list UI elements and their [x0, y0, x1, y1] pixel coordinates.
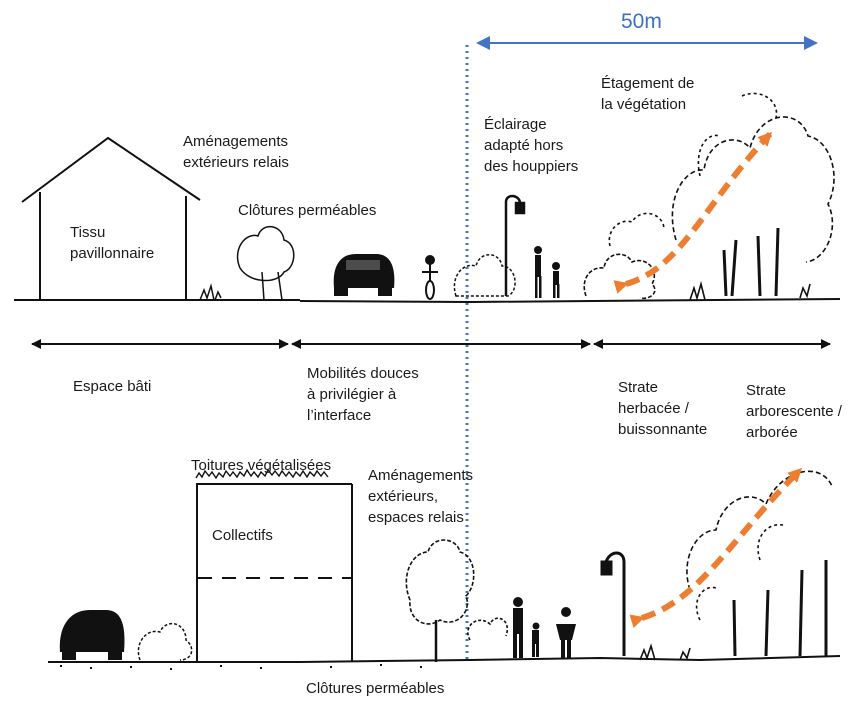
- collectifs-building: [195, 468, 353, 662]
- lamp-top: [504, 194, 526, 296]
- car-bottom: [59, 610, 125, 660]
- label-eclairage: Éclairage adapté hors des houppiers: [484, 116, 579, 175]
- label-strate-herbacee: Strate herbacée / buissonnante: [618, 379, 708, 438]
- scale-label: 50m: [621, 10, 662, 33]
- top-ground-line: [14, 298, 841, 303]
- lamp-bottom: [600, 551, 626, 656]
- shrubs-bottom-left: [137, 622, 193, 661]
- label-collectifs: Collectifs: [212, 527, 273, 544]
- pedestrians-top: [534, 246, 560, 298]
- label-amenagements-relais: Aménagements extérieurs relais: [183, 133, 289, 171]
- label-mobilites: Mobilités douces à privilégier à l’inter…: [307, 365, 419, 424]
- car-top: [333, 254, 395, 296]
- label-clotures-bottom: Clôtures perméables: [306, 680, 445, 697]
- vegetation-bottom-right: [639, 470, 833, 661]
- vegetation-top-right: [583, 92, 835, 301]
- shrubs-top-middle: [453, 254, 516, 297]
- vegetation-gradient-arrow-top: [613, 131, 773, 294]
- shrub-top-left: [199, 226, 295, 301]
- tree-bottom-middle: [405, 539, 509, 662]
- pedestrians-bottom: [513, 597, 576, 658]
- label-amenagements-espaces-relais: Aménagements extérieurs, espaces relais: [368, 467, 474, 526]
- cyclist-top: [422, 255, 438, 300]
- bottom-ground-line: [48, 655, 841, 670]
- label-etagement: Étagement de la végétation: [601, 75, 695, 113]
- vegetation-gradient-arrow-bottom: [629, 467, 803, 628]
- label-tissu-pavillonnaire: Tissu pavillonnaire: [70, 224, 155, 262]
- house-sketch: [21, 136, 201, 300]
- label-strate-arborescente: Strate arborescente / arborée: [746, 382, 842, 441]
- label-toitures: Toitures végétalisées: [191, 457, 332, 474]
- label-espace-bati: Espace bâti: [73, 378, 152, 395]
- label-clotures-top: Clôtures perméables: [238, 202, 377, 219]
